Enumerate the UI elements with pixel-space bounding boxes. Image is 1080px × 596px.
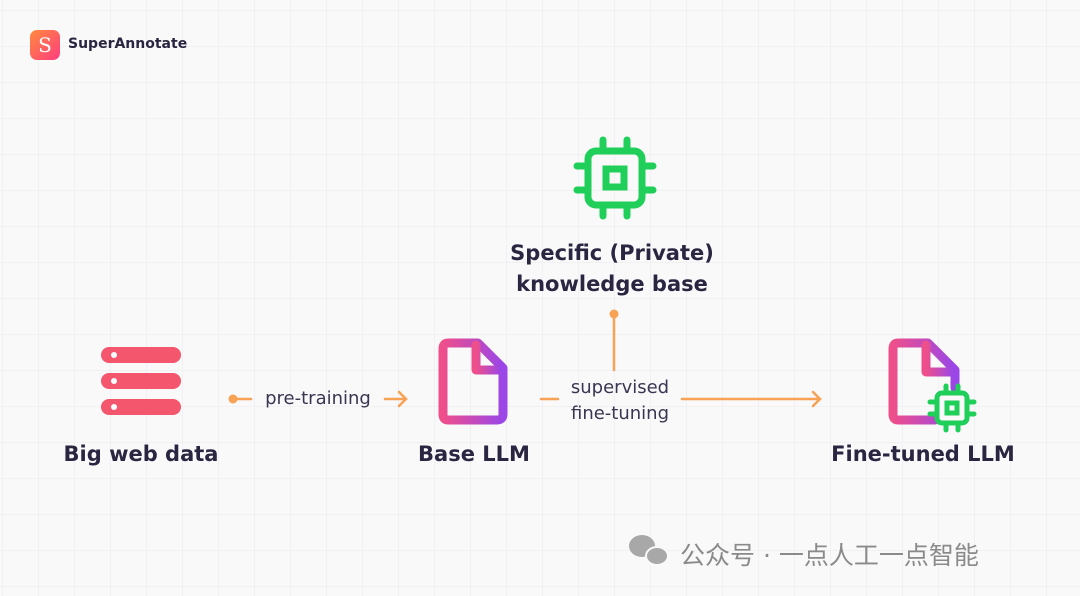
document-icon	[438, 338, 508, 425]
knowledge-line-2: knowledge base	[516, 272, 708, 296]
knowledge-line-1: Specific (Private)	[510, 241, 714, 265]
finetuned-document-icon	[888, 338, 960, 425]
pretraining-label: pre-training	[265, 388, 371, 409]
finetuned-llm-label: Fine-tuned LLM	[831, 442, 1015, 466]
base-llm-label: Base LLM	[418, 442, 530, 466]
database-icon	[101, 347, 181, 415]
brand-logo: S	[30, 30, 60, 60]
connector-dot	[609, 309, 619, 319]
small-chip-icon	[927, 383, 977, 433]
sft-line-2: fine-tuning	[570, 403, 670, 424]
connector-dot	[228, 394, 238, 404]
watermark: 公众号 · 一点人工一点智能	[680, 541, 979, 570]
knowledge-base-label: Specific (Private) knowledge base	[462, 238, 762, 300]
brand-name: SuperAnnotate	[68, 36, 188, 52]
sft-label: supervised fine-tuning	[550, 375, 690, 427]
sft-line-1: supervised	[570, 377, 670, 398]
wechat-icon	[629, 535, 669, 566]
chip-icon	[573, 136, 657, 220]
big-web-data-label: Big web data	[63, 442, 219, 466]
